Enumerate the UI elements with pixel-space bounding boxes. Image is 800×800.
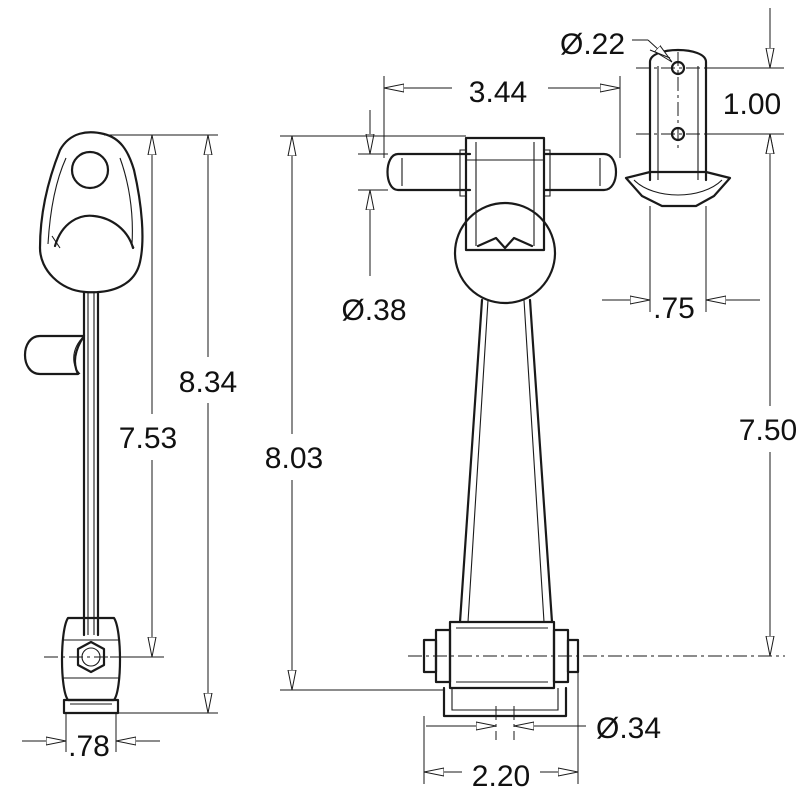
dim-label-side-inner-height: 7.53 — [119, 422, 177, 455]
side-view-hinge-hole — [70, 150, 110, 190]
label-mask — [170, 357, 246, 403]
side-view-hinge-block-lines — [62, 639, 120, 679]
side-view-head-inner-edge-right — [119, 157, 133, 245]
side-view-arm — [82, 290, 100, 637]
front-view-rod-chamfers — [401, 158, 601, 186]
side-view-edge-tick — [51, 235, 61, 249]
side-view-base-plate — [62, 698, 120, 715]
dim-label-side-pin-spacing: .78 — [68, 730, 110, 763]
side-view-head-inner-edge — [47, 157, 67, 245]
front-view-rod-right — [542, 152, 617, 192]
side-view-edge-tick-right — [127, 235, 135, 249]
front-view: 3.44 Ø.38 8.03 Ø.34 2.20 — [254, 76, 785, 793]
keeper-plate-inner — [657, 66, 699, 180]
dim-label-front-overall-height: 8.03 — [265, 442, 323, 475]
dim-label-front-rod-length: 3.44 — [469, 76, 527, 109]
front-view-bracket — [442, 686, 568, 718]
side-view-saddle-cutout — [53, 214, 135, 250]
side-view-nut — [76, 640, 106, 674]
dim-label-keeper-mount-height: 7.50 — [739, 414, 797, 447]
dim-label-front-base-width: 2.20 — [472, 760, 530, 793]
dim-label-front-pivot-hole: Ø.34 — [596, 712, 661, 745]
front-view-rod-collars — [459, 149, 551, 197]
dim-label-keeper-width: .75 — [653, 292, 695, 325]
front-view-rod-left — [386, 152, 472, 192]
keeper-plate — [648, 48, 708, 182]
keeper-view: Ø.22 1.00 .75 7.50 — [560, 8, 800, 656]
side-view-head — [38, 131, 144, 294]
side-view-rod-end — [24, 334, 86, 376]
front-view-head-block — [464, 136, 546, 252]
leader-aux — [649, 49, 671, 59]
keeper-cup — [624, 170, 732, 208]
side-view-hinge-block — [60, 616, 122, 702]
front-view-pivot-disc — [453, 201, 557, 305]
label-mask — [110, 414, 194, 460]
front-view-saddle — [476, 236, 534, 250]
keeper-cup-inner — [633, 179, 723, 196]
side-view-rod-fillet — [73, 335, 85, 375]
label-mask — [734, 406, 800, 452]
label-mask — [254, 434, 334, 480]
dim-label-front-rod-diameter: Ø.38 — [341, 294, 406, 327]
dim-label-keeper-hole-spacing: 1.00 — [723, 88, 781, 121]
front-view-head-inner — [475, 142, 535, 246]
dim-label-side-overall-height: 8.34 — [179, 366, 237, 399]
leader-arrow-keeper-hole — [647, 39, 672, 62]
front-view-arm-outer — [458, 298, 554, 624]
dim-label-keeper-hole: Ø.22 — [560, 28, 625, 61]
side-view: 8.34 7.53 .78 — [22, 131, 246, 763]
side-view-arm-inner — [87, 292, 95, 635]
front-view-hinge-block — [448, 620, 556, 690]
front-view-hinge-lines — [456, 627, 548, 683]
front-view-arm-inner — [467, 299, 545, 623]
front-view-bracket-inner — [451, 688, 559, 711]
